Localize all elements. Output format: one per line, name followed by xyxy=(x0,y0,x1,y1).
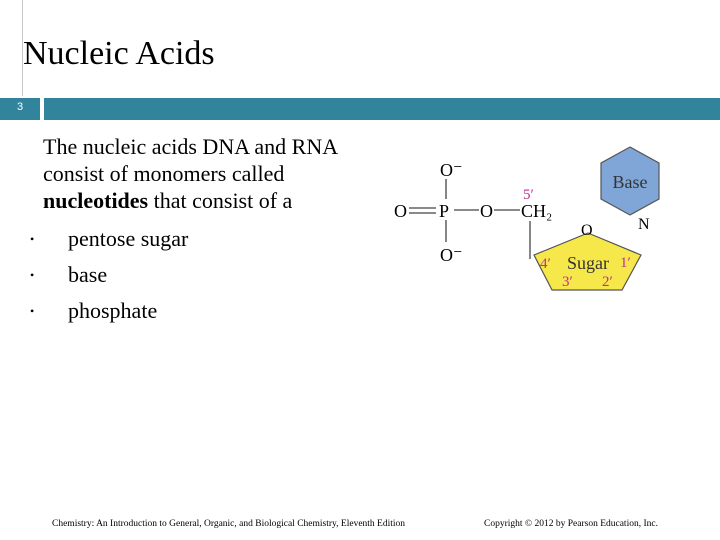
sugar-pentagon xyxy=(533,232,642,291)
nucleotide-diagram: O⁻ O P O O⁻ 5′ CH₂ Base N O Sugar 4′ 1′ … xyxy=(394,146,660,291)
carbon-1-label: 1′ xyxy=(620,255,631,271)
phosphate-o-top: O⁻ xyxy=(440,160,463,180)
base-hexagon xyxy=(600,146,660,216)
phosphate-o-bridge: O xyxy=(480,201,493,221)
nucleotides-term: nucleotides xyxy=(43,188,149,213)
ring-oxygen: O xyxy=(581,222,593,239)
carbon-5-label: 5′ xyxy=(523,187,534,203)
bullet-text: phosphate xyxy=(68,298,158,323)
bullet-icon: • xyxy=(30,232,35,246)
body-line-3-rest: that consist of a xyxy=(148,188,293,213)
phosphate-o-left: O xyxy=(394,201,407,221)
list-item: • pentose sugar xyxy=(30,225,188,261)
body-line-3: nucleotides that consist of a xyxy=(43,187,383,214)
body-paragraph: The nucleic acids DNA and RNA consist of… xyxy=(43,133,383,214)
base-nitrogen: N xyxy=(638,216,650,233)
body-line-2: consist of monomers called xyxy=(43,161,285,186)
bullet-icon: • xyxy=(30,304,35,318)
left-rule xyxy=(22,0,23,96)
phosphate-o-bottom: O⁻ xyxy=(440,245,463,265)
footer-copyright: Copyright © 2012 by Pearson Education, I… xyxy=(484,519,658,529)
list-item: • phosphate xyxy=(30,297,188,333)
ch2-group: CH₂ xyxy=(521,201,552,221)
bullet-list: • pentose sugar • base • phosphate xyxy=(30,225,188,333)
carbon-3-label: 3′ xyxy=(562,274,573,290)
base-label: Base xyxy=(613,172,648,192)
slide-title: Nucleic Acids xyxy=(23,35,215,72)
header-bar xyxy=(44,98,720,120)
carbon-2-label: 2′ xyxy=(602,274,613,290)
footer-citation: Chemistry: An Introduction to General, O… xyxy=(52,519,406,529)
slide-number-box: 3 xyxy=(0,98,40,120)
body-line-1: The nucleic acids DNA and RNA xyxy=(43,134,339,159)
bullet-icon: • xyxy=(30,268,35,282)
bullet-text: pentose sugar xyxy=(68,226,189,251)
slide-number: 3 xyxy=(16,101,24,113)
sugar-label: Sugar xyxy=(567,253,609,273)
list-item: • base xyxy=(30,261,188,297)
bullet-text: base xyxy=(68,262,108,287)
carbon-4-label: 4′ xyxy=(540,256,551,272)
phosphorus: P xyxy=(439,201,449,221)
